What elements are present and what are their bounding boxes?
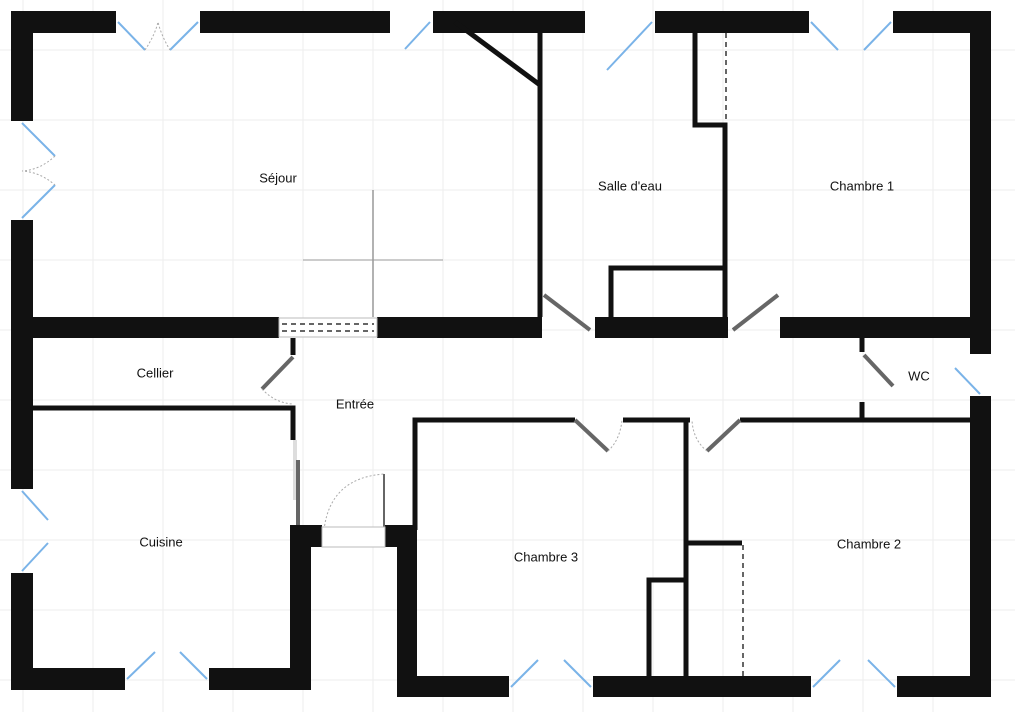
- room-label-wc: WC: [908, 368, 930, 384]
- interior-thick-wall: [22, 317, 980, 338]
- exterior-walls: [11, 11, 991, 697]
- furniture-lines: [303, 190, 443, 317]
- interior-thin-walls: [22, 19, 980, 690]
- windows: [21, 21, 981, 688]
- room-label-salle-eau: Salle d'eau: [598, 178, 662, 194]
- room-label-chambre-3: Chambre 3: [513, 549, 579, 565]
- room-label-entree: Entrée: [335, 396, 375, 412]
- room-label-cuisine: Cuisine: [139, 534, 183, 550]
- doors: [260, 293, 895, 548]
- room-label-chambre-1: Chambre 1: [829, 178, 895, 194]
- room-label-cellier: Cellier: [136, 365, 174, 381]
- room-label-sejour: Séjour: [259, 170, 297, 186]
- room-label-chambre-2: Chambre 2: [836, 536, 902, 552]
